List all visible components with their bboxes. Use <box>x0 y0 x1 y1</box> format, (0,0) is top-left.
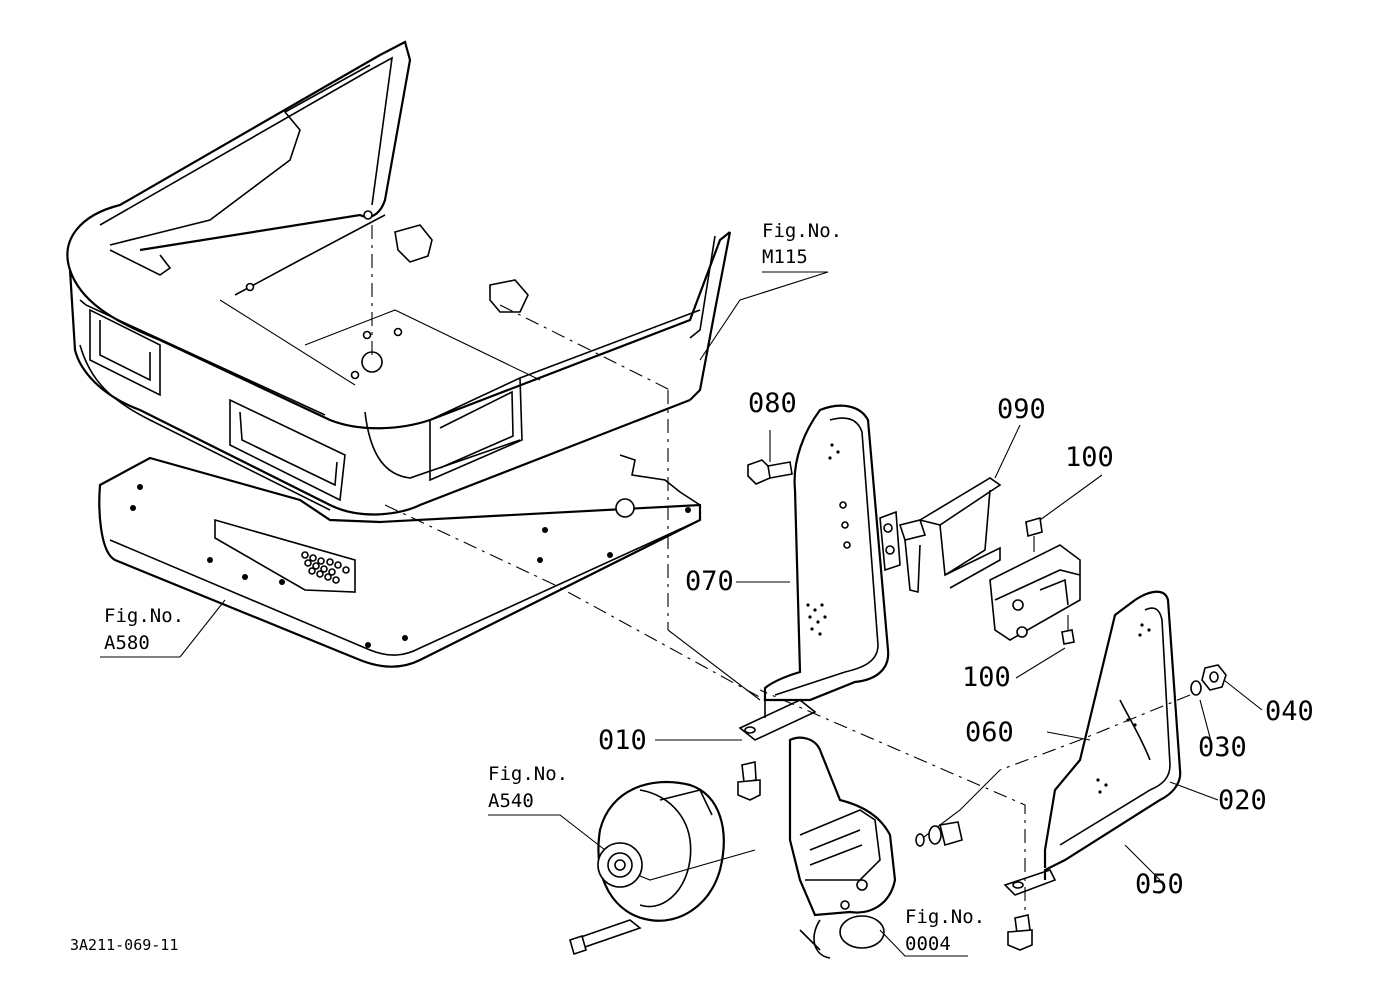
louver-dots-right <box>1096 623 1151 794</box>
engine-mount <box>788 736 963 959</box>
side-bracket-070 <box>738 404 890 741</box>
bolt-050 <box>1007 914 1033 951</box>
side-bracket-020 <box>1003 590 1182 896</box>
figure-ref-0004-prefix: Fig.No. <box>905 906 985 928</box>
label-part-100-top: 100 <box>1065 442 1114 473</box>
spacer-set <box>915 821 963 847</box>
label-part-070: 070 <box>685 566 734 597</box>
label-part-050: 050 <box>1135 869 1184 900</box>
label-part-040: 040 <box>1265 696 1314 727</box>
label-part-020: 020 <box>1218 785 1267 816</box>
label-part-080: 080 <box>748 388 797 419</box>
figure-ref-a580-prefix: Fig.No. <box>104 605 184 627</box>
alternator <box>569 780 725 956</box>
bolt-080 <box>747 459 793 485</box>
figure-ref-0004: Fig.No. 0004 <box>905 906 985 955</box>
nut-040 <box>1201 664 1227 691</box>
figure-ref-0004-code: 0004 <box>905 933 951 955</box>
vent-holes <box>301 551 350 584</box>
figure-ref-a580-code: A580 <box>104 632 150 654</box>
figure-ref-a540: Fig.No. A540 <box>488 763 568 812</box>
label-part-100-bottom: 100 <box>962 662 1011 693</box>
figure-ref-m115: Fig.No. M115 <box>762 220 842 268</box>
part-number-labels: 080 090 100 070 100 010 060 040 030 020 … <box>598 388 1314 900</box>
figure-ref-m115-code: M115 <box>762 246 808 268</box>
figure-ref-a540-prefix: Fig.No. <box>488 763 568 785</box>
bottom-plate <box>98 454 702 668</box>
figure-ref-m115-prefix: Fig.No. <box>762 220 842 242</box>
louver-dots <box>806 443 840 636</box>
washer-030 <box>1190 680 1202 696</box>
figure-ref-a580: Fig.No. A580 <box>104 605 184 654</box>
document-code: 3A211-069-11 <box>70 936 178 954</box>
leader-lines <box>100 271 1263 957</box>
label-part-090: 090 <box>997 394 1046 425</box>
label-part-010: 010 <box>598 725 647 756</box>
bolt-010 <box>737 761 761 801</box>
label-part-030: 030 <box>1198 732 1247 763</box>
switch-block-100 <box>989 516 1081 645</box>
bracket-090 <box>879 477 1002 594</box>
figure-ref-a540-code: A540 <box>488 790 534 812</box>
reference-lines <box>371 225 1191 930</box>
label-part-060: 060 <box>965 717 1014 748</box>
front-grille-shell <box>66 40 732 516</box>
